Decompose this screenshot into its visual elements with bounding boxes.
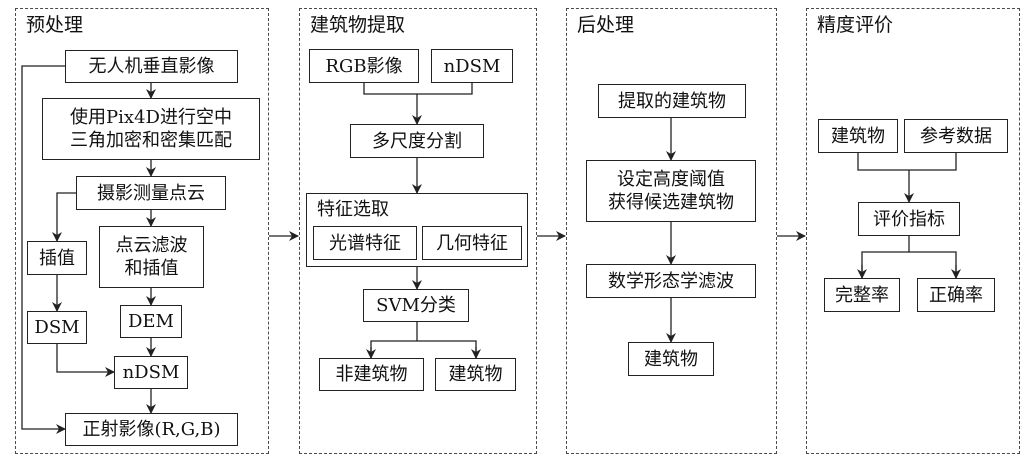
spectral-feature-box: 光谱特征 [313,226,417,260]
evaluation-panel-title: 精度评价 [817,14,894,36]
dem-box: DEM [120,305,182,338]
ndsm-input-box: nDSM [431,49,513,83]
reference-data-box: 参考数据 [904,119,1008,153]
extracted-building-box: 提取的建筑物 [598,84,746,118]
extraction-panel-title: 建筑物提取 [310,14,406,36]
segmentation-box: 多尺度分割 [350,124,484,158]
rgb-image-box: RGB影像 [309,49,419,83]
eval-building-box: 建筑物 [818,119,898,153]
pix4d-box: 使用Pix4D进行空中 三角加密和密集匹配 [42,98,260,160]
point-cloud-box: 摄影测量点云 [76,176,226,210]
threshold-box: 设定高度阈值 获得候选建筑物 [586,160,756,222]
non-building-box: 非建筑物 [319,358,424,391]
interpolation-box: 插值 [27,241,87,275]
correctness-box: 正确率 [917,278,995,312]
feature-selection-title: 特征选取 [317,199,389,220]
geometric-feature-box: 几何特征 [422,226,522,260]
extraction-panel: 建筑物提取 [299,8,537,454]
completeness-box: 完整率 [824,278,900,312]
postprocess-panel-title: 后处理 [577,14,635,36]
ndsm-box: nDSM [114,356,188,389]
final-building-box: 建筑物 [628,342,714,376]
svm-box: SVM分类 [363,289,469,322]
building-result-box: 建筑物 [435,358,516,391]
uav-image-box: 无人机垂直影像 [65,50,238,83]
preprocess-panel-title: 预处理 [26,14,84,36]
preprocess-panel: 预处理 [15,8,269,454]
evaluation-panel: 精度评价 [806,8,1020,454]
postprocess-panel: 后处理 [566,8,777,454]
morphology-box: 数学形态学滤波 [586,264,756,298]
ortho-box: 正射影像(R,G,B) [65,413,238,446]
dsm-box: DSM [27,311,87,344]
eval-index-box: 评价指标 [858,202,960,236]
filter-interp-box: 点云滤波 和插值 [99,226,204,288]
